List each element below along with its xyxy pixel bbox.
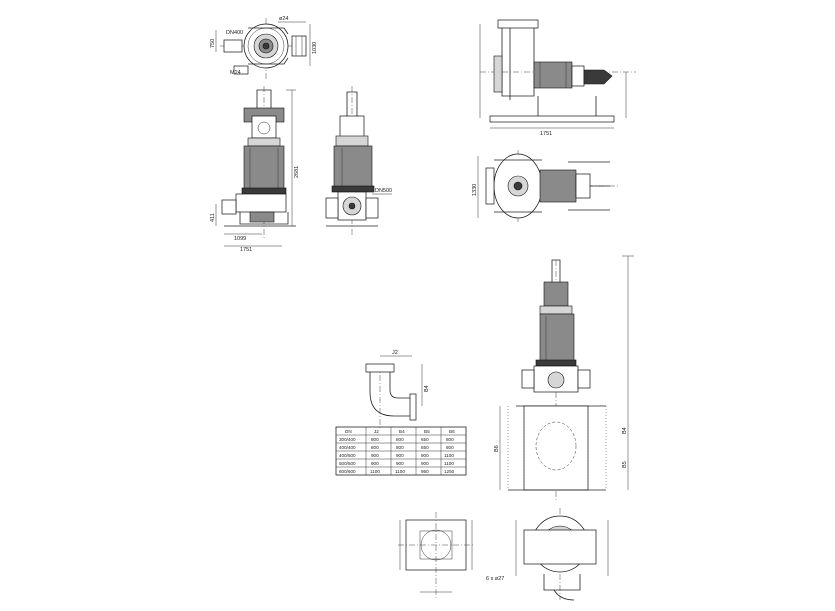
table-cell: 900 [396, 461, 404, 466]
installation-pit [507, 405, 607, 491]
install-b-label: B4 [622, 427, 628, 434]
pump-elevation-right [480, 19, 636, 123]
top-h2-label: 1030 [312, 42, 318, 54]
top-dn-label: DN400 [226, 30, 243, 36]
foot-note-label: 6 x ø27 [486, 576, 504, 582]
table-cell: 900 [421, 453, 429, 458]
installation-dimensions: B4 B5 B6 [494, 255, 634, 490]
pump-top-view [220, 18, 307, 80]
table-cell: 600/600 [339, 469, 356, 474]
install-b5-label: B5 [622, 461, 628, 468]
table-cell: 800 [371, 445, 379, 450]
table-header-b4: B4 [399, 429, 405, 434]
flange-dia-label: ø24 [279, 16, 288, 22]
table-cell: 900 [371, 461, 379, 466]
table-cell: 400/500 [339, 453, 356, 458]
side-view-dimensions: DN500 [372, 188, 392, 195]
plan-height-label: 1330 [472, 184, 478, 196]
top-m-label: M24 [230, 70, 241, 76]
table-cell: 900 [396, 453, 404, 458]
dimension-table: DN J2 B4 B5 B6 300/400 800 800 650 800 4… [335, 426, 467, 476]
table-header-dn: DN [345, 429, 352, 434]
elbow-j2-label: J2 [392, 350, 398, 356]
install-b6-label: B6 [494, 445, 500, 452]
table-cell: 900 [421, 461, 429, 466]
pump-side-view [325, 86, 379, 236]
front-view-dimensions: 2681 411 1099 1751 [210, 89, 300, 253]
top-view-dimensions: ø24 750 DN400 1030 M24 [210, 16, 318, 76]
table-cell: 900 [371, 453, 379, 458]
table-cell: 1100 [395, 469, 405, 474]
table-cell: 950 [421, 469, 429, 474]
pump-plan-view [485, 150, 620, 224]
table-cell: 800 [396, 445, 404, 450]
table-cell: 650 [421, 437, 429, 442]
elevation-dimensions: 1751 [479, 24, 627, 137]
front-width2-label: 1751 [240, 247, 252, 253]
top-h1-label: 750 [210, 39, 216, 48]
table-cell: 500/500 [339, 461, 356, 466]
base-plate-detail [398, 512, 474, 600]
front-width1-label: 1099 [234, 236, 246, 242]
side-width-label: 1751 [540, 131, 552, 137]
table-cell: 800 [446, 445, 454, 450]
front-base-height-label: 411 [210, 213, 216, 222]
front-height-label: 2681 [294, 166, 300, 178]
table-cell: 1100 [444, 461, 454, 466]
pump-foot-detail: 6 x ø27 [486, 508, 609, 601]
table-header-b6: B6 [449, 429, 455, 434]
side-dn-label: DN500 [375, 188, 392, 194]
table-cell: 800 [371, 437, 379, 442]
table-cell: 800 [396, 437, 404, 442]
table-cell: 800 [446, 437, 454, 442]
elbow-detail: J2 B4 [365, 350, 430, 428]
table-cell: 400/400 [339, 445, 356, 450]
table-header-b5: B5 [424, 429, 430, 434]
elbow-b-label: B4 [424, 385, 430, 392]
pump-front-view [221, 86, 296, 240]
installation-pump [516, 259, 606, 500]
table-cell: 1250 [444, 469, 455, 474]
plan-view-dimensions: 1330 [472, 156, 479, 218]
table-header-j2: J2 [374, 429, 379, 434]
table-cell: 1100 [444, 453, 454, 458]
table-cell: 1100 [370, 469, 380, 474]
table-cell: 650 [421, 445, 429, 450]
table-cell: 300/400 [339, 437, 356, 442]
